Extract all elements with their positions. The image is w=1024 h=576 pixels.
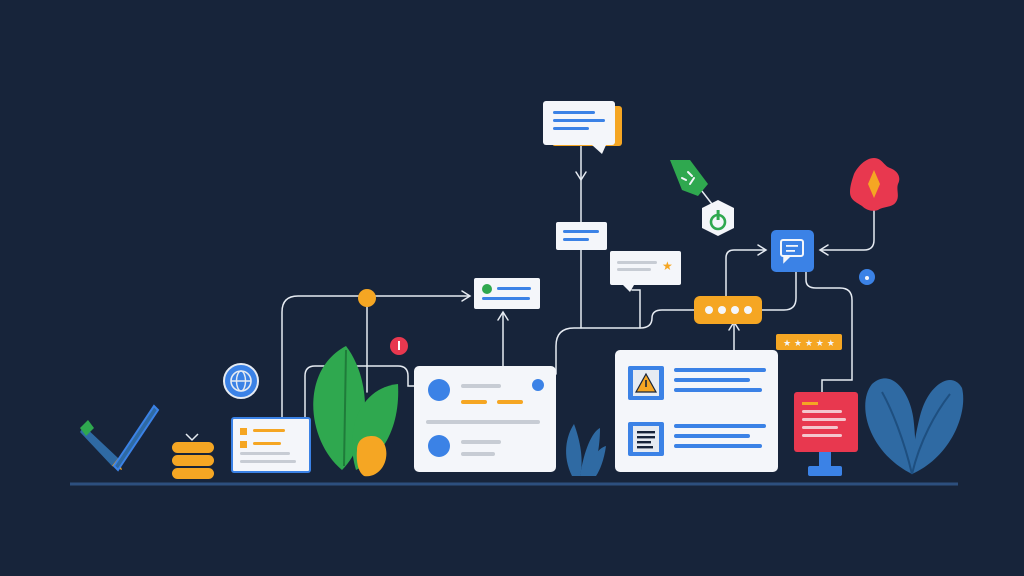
arrow-head-flower bbox=[818, 244, 829, 256]
connector-chat-down bbox=[761, 271, 797, 311]
connector-left-inner bbox=[304, 365, 419, 419]
grass-icon bbox=[566, 424, 606, 476]
trunk-card bbox=[556, 222, 607, 250]
connector-pill-up bbox=[725, 249, 765, 297]
chat-icon bbox=[771, 230, 814, 272]
connector-right-side bbox=[805, 271, 853, 393]
badge-icon bbox=[850, 158, 900, 211]
status-card bbox=[474, 278, 540, 309]
top-document bbox=[543, 101, 622, 154]
info-icon bbox=[390, 337, 408, 355]
star-card: ★ bbox=[610, 251, 681, 292]
coin-stack-icon bbox=[172, 433, 214, 479]
monitor-icon bbox=[794, 392, 858, 476]
orange-node bbox=[358, 289, 376, 307]
connector-left-to-card bbox=[281, 295, 469, 419]
connector-trunk-split bbox=[555, 309, 695, 375]
power-icon bbox=[702, 200, 734, 236]
star-icon: ★ bbox=[662, 259, 673, 273]
leaf-plant-icon bbox=[313, 346, 399, 477]
progress-pill bbox=[694, 296, 762, 324]
document-icon bbox=[628, 422, 664, 456]
svg-text:★ ★ ★ ★ ★: ★ ★ ★ ★ ★ bbox=[783, 339, 835, 349]
arrow-head-down bbox=[575, 171, 587, 182]
warning-icon bbox=[628, 366, 664, 400]
tag-icon bbox=[670, 160, 708, 196]
connector-lines bbox=[281, 145, 875, 419]
connector-right-branch bbox=[631, 289, 641, 329]
small-badge-icon bbox=[859, 269, 875, 285]
big-leaf-icon bbox=[865, 378, 964, 475]
connector-flower bbox=[821, 209, 875, 251]
pencil-icon bbox=[80, 404, 160, 472]
star-rating-icon: ★ ★ ★ ★ ★ bbox=[776, 334, 842, 350]
globe-icon bbox=[223, 363, 259, 399]
arrow-head-card bbox=[461, 290, 472, 302]
left-card bbox=[231, 417, 311, 473]
arrow-head-up bbox=[497, 310, 509, 321]
center-card bbox=[414, 366, 556, 472]
arrow-head-chat bbox=[757, 244, 768, 256]
right-card bbox=[615, 350, 778, 472]
